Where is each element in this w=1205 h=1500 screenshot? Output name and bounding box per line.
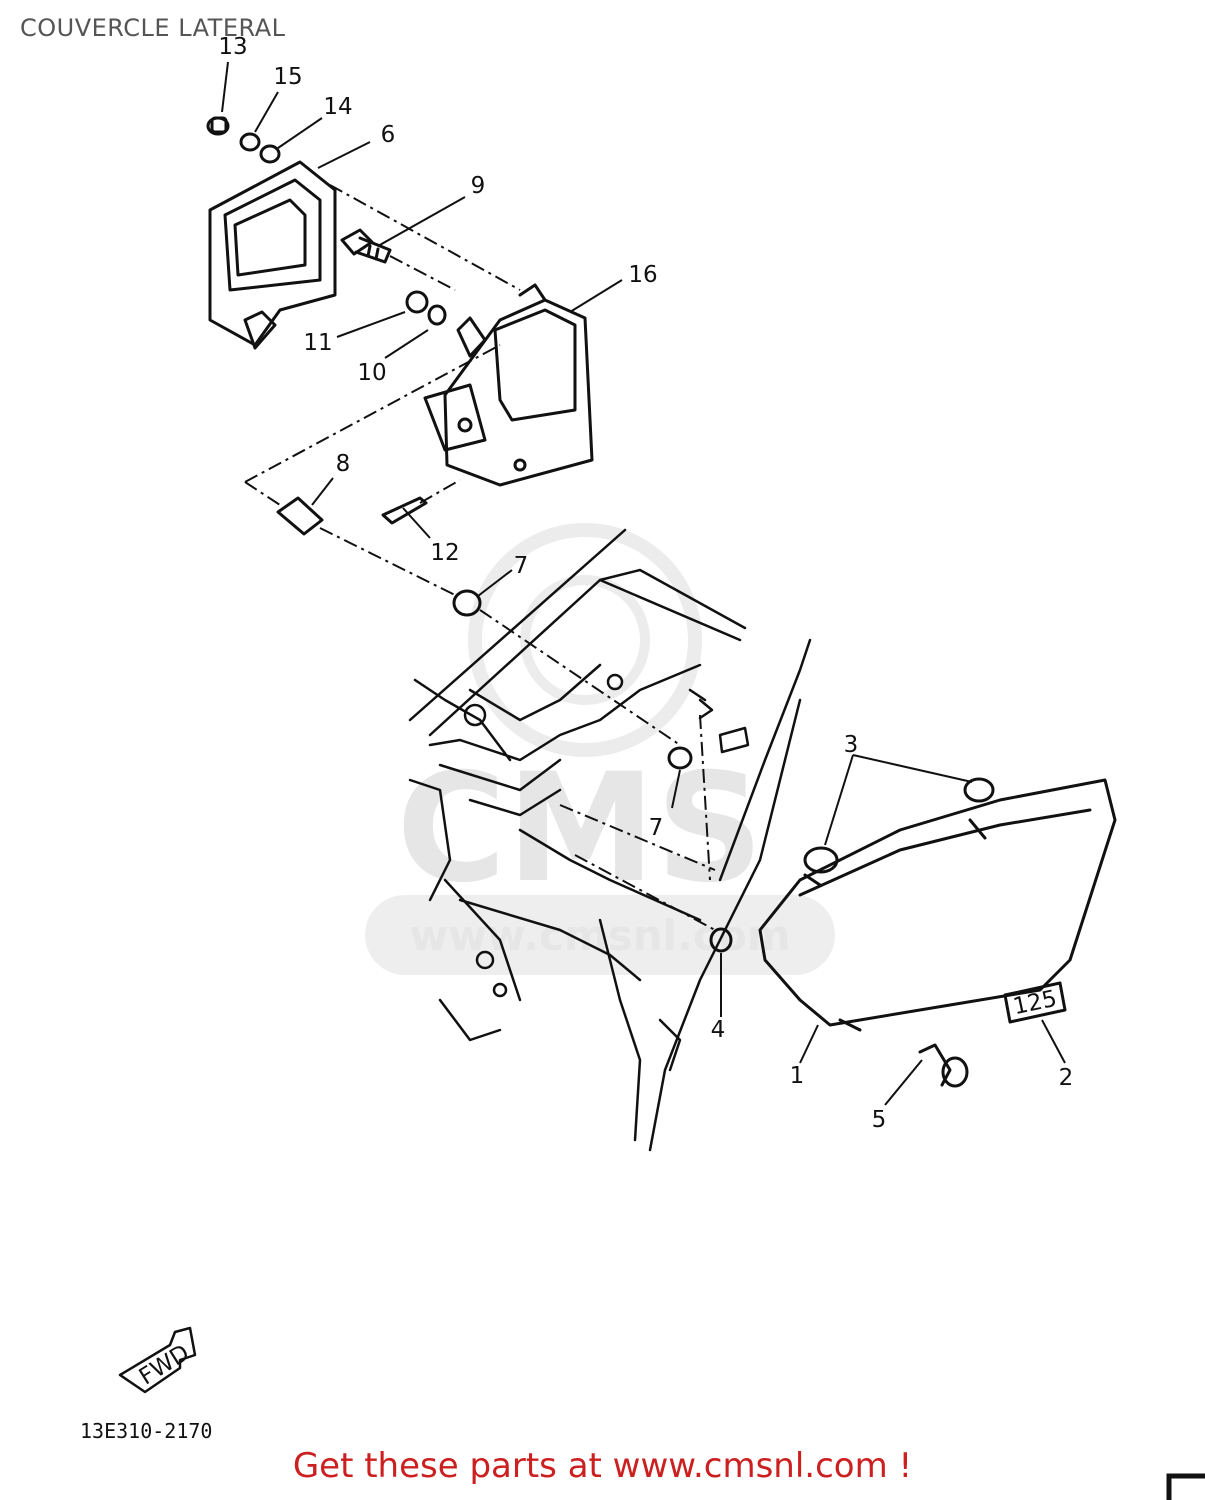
washer-10 — [427, 304, 447, 326]
callout-7-lower: 7 — [649, 815, 664, 841]
callout-13: 13 — [218, 34, 247, 60]
bolt-13 — [206, 116, 230, 136]
callouts: 13 15 14 6 9 16 11 10 8 12 7 3 7 4 1 5 2 — [218, 34, 1073, 1133]
callout-4: 4 — [711, 1017, 726, 1043]
callout-6: 6 — [381, 122, 396, 148]
leader-lines — [221, 61, 1066, 1106]
washer-15 — [239, 132, 261, 152]
side-cover-1 — [758, 778, 1117, 1032]
callout-1: 1 — [790, 1063, 805, 1089]
clip-12 — [381, 496, 428, 525]
callout-8: 8 — [336, 451, 351, 477]
emblem-2 — [1003, 981, 1067, 1024]
callout-10: 10 — [357, 360, 386, 386]
nut-14 — [259, 144, 281, 164]
grommet-3-rear — [963, 777, 995, 803]
frame — [408, 528, 812, 1152]
box-16 — [423, 283, 594, 487]
callout-3: 3 — [844, 732, 859, 758]
washer-11 — [405, 290, 429, 314]
callout-14: 14 — [323, 94, 352, 120]
callout-5: 5 — [872, 1107, 887, 1133]
part-code: 13E310-2170 — [80, 1419, 212, 1443]
watermark: CMS www.cmsnl.com — [365, 523, 835, 975]
callout-7-upper: 7 — [514, 553, 529, 579]
promo-link[interactable]: Get these parts at www.cmsnl.com ! — [292, 1446, 913, 1486]
callout-9: 9 — [471, 173, 486, 199]
page-title: COUVERCLE LATERAL — [20, 14, 286, 42]
washer-4 — [709, 927, 733, 953]
grommet-7-lower — [667, 746, 693, 770]
fwd-arrow-icon — [118, 1326, 197, 1394]
assembly-lines — [244, 184, 716, 931]
callout-12: 12 — [430, 540, 459, 566]
callout-11: 11 — [303, 330, 332, 356]
callout-16: 16 — [628, 262, 657, 288]
cover-6 — [208, 160, 337, 350]
callout-15: 15 — [273, 64, 302, 90]
spacer-8 — [276, 496, 324, 536]
callout-2: 2 — [1059, 1065, 1074, 1091]
screw-5 — [918, 1043, 969, 1088]
grommet-7-upper — [452, 589, 482, 617]
bolt-9 — [340, 228, 392, 264]
corner-bracket-icon — [1166, 1473, 1205, 1500]
watermark-url: www.cmsnl.com — [409, 911, 790, 960]
